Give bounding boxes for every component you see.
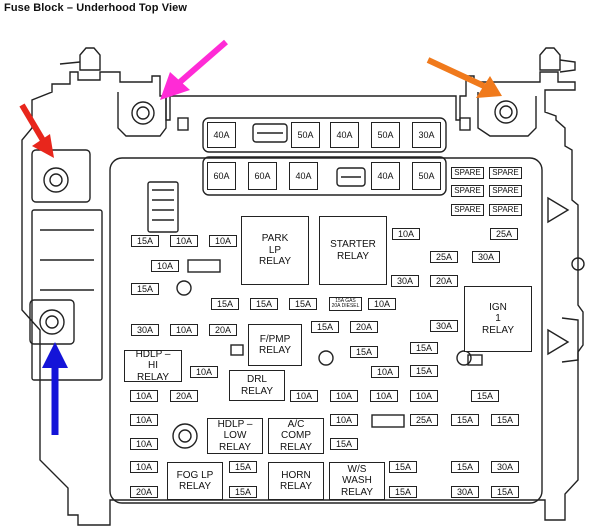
fuse-top-1-5: 30A	[412, 122, 441, 148]
fuse: 15A	[330, 438, 358, 450]
fuse-top-2-2: 60A	[248, 162, 277, 190]
fuse: 15A	[211, 298, 239, 310]
fuse: 20A	[130, 486, 158, 498]
fuse: 15A	[289, 298, 317, 310]
fuse: 20A	[209, 324, 237, 336]
fuse: 15A	[471, 390, 499, 402]
fuse: 20A	[350, 321, 378, 333]
fuse: 20A	[430, 275, 458, 287]
fuse-top-1-1: 40A	[207, 122, 236, 148]
fuse: 15A	[229, 461, 257, 473]
fuse: 30A	[391, 275, 419, 287]
fuse: 30A	[131, 324, 159, 336]
fuse-top-2-3: 40A	[289, 162, 318, 190]
fuse: 15A	[311, 321, 339, 333]
fog-lp-relay: FOG LP RELAY	[167, 462, 223, 500]
fuse: 15A	[389, 461, 417, 473]
fuse: 10A	[392, 228, 420, 240]
fuse: 10A	[368, 298, 396, 310]
fuse-top-1-4: 50A	[371, 122, 400, 148]
horn-relay: HORN RELAY	[268, 462, 324, 500]
ws-wash-relay: W/S WASH RELAY	[329, 462, 385, 500]
spare-fuse: SPARE	[451, 167, 484, 179]
fuse: 10A	[330, 390, 358, 402]
fuse-top-2-1: 60A	[207, 162, 236, 190]
park-lp-relay: PARK LP RELAY	[241, 216, 309, 285]
diagram-title: Fuse Block – Underhood Top View	[4, 2, 187, 14]
fuse: 15A	[491, 414, 519, 426]
fuse: 10A	[130, 390, 158, 402]
fuse: 30A	[491, 461, 519, 473]
fuse: 10A	[130, 414, 158, 426]
fuse: 10A	[151, 260, 179, 272]
fuse: 10A	[170, 324, 198, 336]
fuse: 10A	[130, 438, 158, 450]
spare-fuse: SPARE	[451, 204, 484, 216]
hdlp-low-relay: HDLP – LOW RELAY	[207, 418, 263, 454]
gas-diesel-fuse: 15A GAS 20A DIESEL	[329, 297, 362, 311]
fuse: 15A	[131, 235, 159, 247]
fuse: 15A	[410, 365, 438, 377]
fuse: 30A	[451, 486, 479, 498]
fuse: 10A	[170, 235, 198, 247]
fuse: 10A	[190, 366, 218, 378]
fuse-top-2-4: 40A	[371, 162, 400, 190]
spare-fuse: SPARE	[489, 185, 522, 197]
gas-fuse-label: 15A GAS	[335, 297, 356, 304]
ac-comp-relay: A/C COMP RELAY	[268, 418, 324, 454]
fuse: 10A	[370, 390, 398, 402]
red-arrow	[19, 103, 54, 158]
fuse: 15A	[131, 283, 159, 295]
fuse: 30A	[472, 251, 500, 263]
fuse: 15A	[451, 461, 479, 473]
fuse-top-1-2: 50A	[291, 122, 320, 148]
spare-fuse: SPARE	[451, 185, 484, 197]
fuse: 15A	[229, 486, 257, 498]
blue-arrow	[42, 342, 68, 435]
fuse-top-2-5: 50A	[412, 162, 441, 190]
fuse: 10A	[330, 414, 358, 426]
magenta-arrow	[160, 39, 228, 100]
fuse: 15A	[451, 414, 479, 426]
diesel-fuse-label: 20A DIESEL	[331, 303, 360, 309]
fuse: 20A	[170, 390, 198, 402]
fuse: 15A	[491, 486, 519, 498]
fuse: 10A	[209, 235, 237, 247]
fuse: 10A	[130, 461, 158, 473]
hdlp-hi-relay: HDLP – HI RELAY	[124, 349, 182, 383]
spare-fuse: SPARE	[489, 167, 522, 179]
fuse: 25A	[490, 228, 518, 240]
starter-relay: STARTER RELAY	[319, 216, 387, 285]
fuse: 10A	[371, 366, 399, 378]
fpmp-relay: F/PMP RELAY	[248, 324, 302, 366]
fuse: 10A	[290, 390, 318, 402]
fuse: 30A	[430, 320, 458, 332]
orange-arrow	[426, 57, 502, 98]
fuse: 25A	[410, 414, 438, 426]
fuse: 15A	[250, 298, 278, 310]
drl-relay: DRL RELAY	[229, 370, 285, 401]
fuse: 15A	[410, 342, 438, 354]
fuse: 10A	[410, 390, 438, 402]
fuse: 15A	[350, 346, 378, 358]
ign-1-relay: IGN 1 RELAY	[464, 286, 532, 352]
fuse-top-1-3: 40A	[330, 122, 359, 148]
fuse: 25A	[430, 251, 458, 263]
spare-fuse: SPARE	[489, 204, 522, 216]
fuse: 15A	[389, 486, 417, 498]
